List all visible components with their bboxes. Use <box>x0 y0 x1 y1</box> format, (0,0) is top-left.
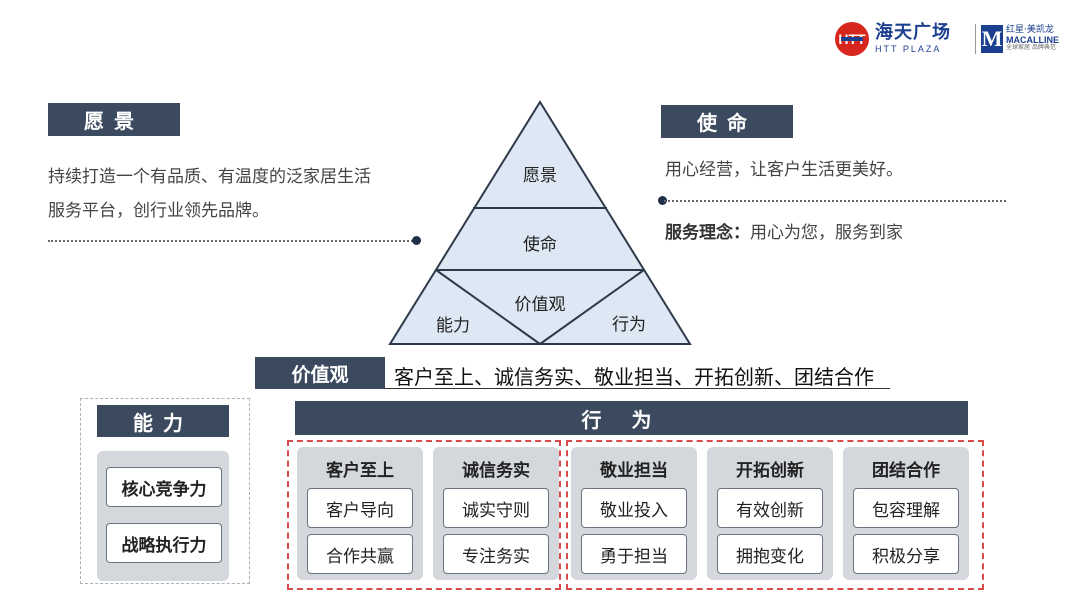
behavior-group-title: 开拓创新 <box>736 461 804 481</box>
pyramid-label-values: 价值观 <box>514 295 566 315</box>
ability-item-core-competence: 核心竞争力 <box>106 467 222 507</box>
behavior-frame-left <box>287 440 561 590</box>
behavior-group-title: 诚信务实 <box>462 461 530 481</box>
service-philosophy-label: 服务理念： <box>665 223 750 243</box>
service-philosophy: 服务理念：用心为您，服务到家 <box>665 216 1045 250</box>
values-label: 价值观 <box>255 357 385 389</box>
behavior-item: 客户导向 <box>307 488 413 528</box>
behavior-item: 诚实守则 <box>443 488 549 528</box>
vision-leader-dot <box>412 236 421 245</box>
behavior-item: 积极分享 <box>853 534 959 574</box>
behavior-item: 专注务实 <box>443 534 549 574</box>
macalline-logo-sub: 全球家居 品牌典范 <box>1006 44 1056 52</box>
macalline-logo: M 红星·美凯龙 MACALLINE 全球家居 品牌典范 <box>981 22 1061 56</box>
pyramid-label-mission: 使命 <box>523 235 557 255</box>
mission-text: 用心经营，让客户生活更美好。 <box>665 160 903 180</box>
pyramid-divider-left <box>435 269 541 345</box>
behavior-label: 行为 <box>295 401 968 435</box>
pyramid-label-ability: 能力 <box>436 316 470 336</box>
vision-text-line2: 服务平台，创行业领先品牌。 <box>48 201 269 221</box>
behavior-item: 勇于担当 <box>581 534 687 574</box>
behavior-group-title: 敬业担当 <box>600 461 668 481</box>
mission-leader-dot <box>658 196 667 205</box>
behavior-item: 合作共赢 <box>307 534 413 574</box>
htt-plaza-logo: HTT 海天广场 HTT PLAZA <box>835 20 970 58</box>
mission-label: 使命 <box>661 105 793 138</box>
behavior-group-title: 团结合作 <box>872 461 940 481</box>
macalline-logo-cn: 红星·美凯龙 <box>1006 25 1054 36</box>
macalline-logo-en: MACALLINE <box>1006 34 1059 45</box>
behavior-item: 敬业投入 <box>581 488 687 528</box>
values-underline <box>385 388 890 389</box>
service-philosophy-text: 用心为您，服务到家 <box>750 223 903 243</box>
vision-leader-line <box>48 240 416 242</box>
ability-label: 能力 <box>97 405 229 437</box>
behavior-group-title: 客户至上 <box>326 461 394 481</box>
htt-logo-mark: HTT <box>835 22 869 56</box>
behavior-item: 包容理解 <box>853 488 959 528</box>
mission-leader-line <box>664 200 1006 202</box>
values-text: 客户至上、诚信务实、敬业担当、开拓创新、团结合作 <box>394 365 874 389</box>
htt-logo-en: HTT PLAZA <box>875 44 942 54</box>
behavior-item: 有效创新 <box>717 488 823 528</box>
macalline-logo-mark: M <box>981 25 1003 53</box>
vision-text: 持续打造一个有品质、有温度的泛家居生活 服务平台，创行业领先品牌。 <box>48 160 418 228</box>
ability-item-strategy-execution: 战略执行力 <box>106 523 222 563</box>
pyramid-divider-right <box>539 269 645 345</box>
vision-text-line1: 持续打造一个有品质、有温度的泛家居生活 <box>48 167 371 187</box>
logo-divider <box>975 24 976 54</box>
culture-pyramid <box>388 100 692 345</box>
htt-logo-cn: 海天广场 <box>875 22 951 43</box>
behavior-frame-right <box>566 440 984 590</box>
ability-frame <box>80 398 250 584</box>
pyramid-label-behavior: 行为 <box>612 315 646 335</box>
behavior-item: 拥抱变化 <box>717 534 823 574</box>
vision-label: 愿景 <box>48 103 180 136</box>
pyramid-label-vision: 愿景 <box>523 166 557 186</box>
